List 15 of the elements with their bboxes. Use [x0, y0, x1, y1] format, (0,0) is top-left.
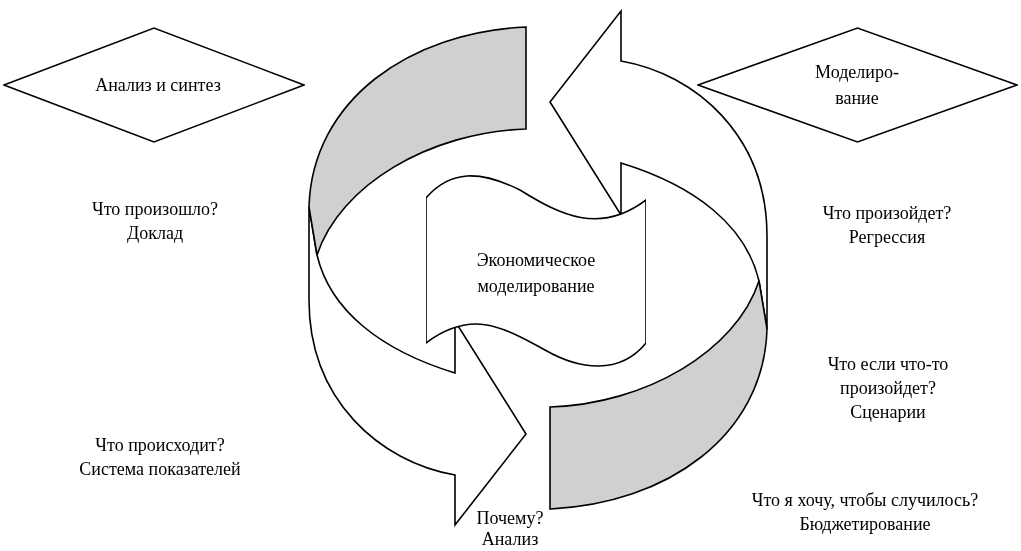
- annotation-text: Анализ: [480, 528, 540, 551]
- annotation-text: Почему?: [475, 507, 545, 530]
- annotation-text: Сценарии: [849, 401, 927, 424]
- annotation-text: Что произошло?: [91, 198, 219, 221]
- node-label: Моделиро- вание: [814, 61, 900, 110]
- annotation-text: Что происходит?: [94, 434, 226, 457]
- annotation-text: Бюджетирование: [798, 513, 932, 536]
- annotation-text: Что я хочу, чтобы случилось?: [750, 489, 980, 512]
- annotation-text: Система показателей: [78, 458, 242, 481]
- node-label: Экономическое моделирование: [475, 249, 597, 298]
- annotation-text: Что если что-то произойдет?: [826, 353, 950, 400]
- node-label: Анализ и синтез: [94, 74, 222, 97]
- annotation-text: Что произойдет?: [821, 202, 953, 225]
- annotation-text: Доклад: [125, 222, 185, 245]
- annotation-text: Регрессия: [847, 226, 927, 249]
